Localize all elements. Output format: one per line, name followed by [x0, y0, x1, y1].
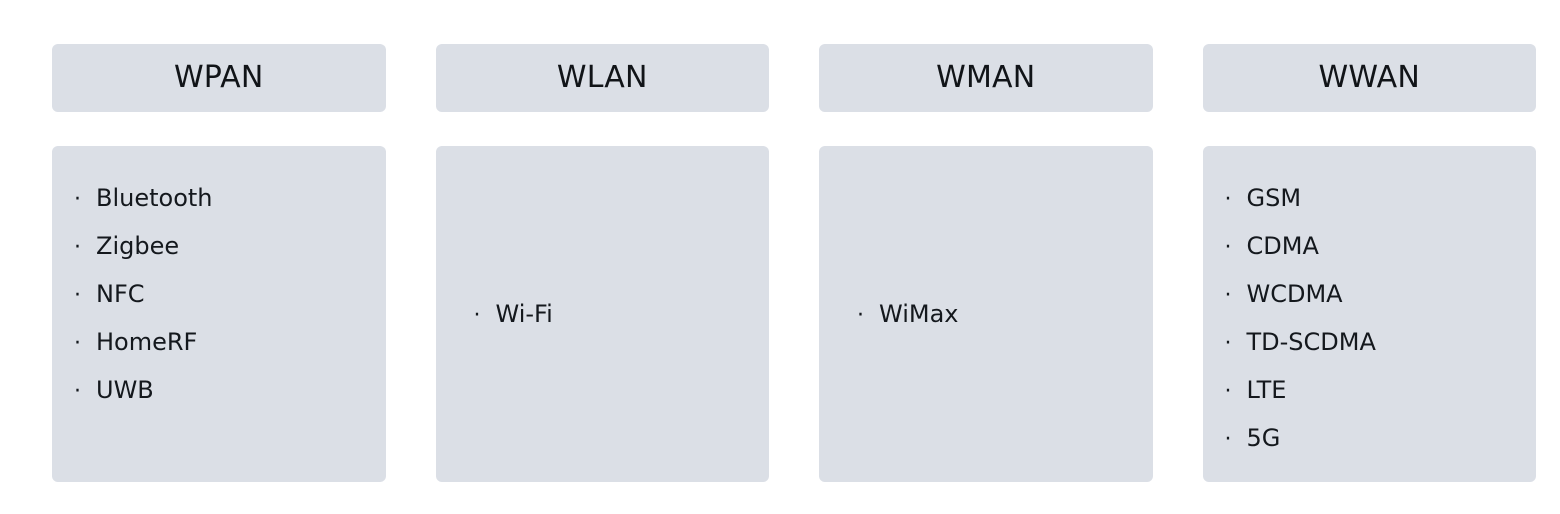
list-item-label: WCDMA [1246, 280, 1343, 308]
bullet-icon: · [473, 303, 481, 328]
list-item[interactable]: · TD-SCDMA [1225, 318, 1515, 366]
list-item-label: LTE [1246, 376, 1287, 404]
list-item-label: Zigbee [96, 232, 180, 260]
category-header-label: WMAN [936, 60, 1036, 95]
category-header-wpan[interactable]: WPAN [52, 44, 386, 112]
bullet-icon: · [1224, 187, 1232, 212]
list-item-label: WiMax [879, 300, 959, 328]
list-item[interactable]: · WCDMA [1225, 270, 1515, 318]
category-header-label: WPAN [173, 60, 264, 95]
bullet-icon: · [74, 331, 81, 356]
category-body-wman: · WiMax [819, 146, 1153, 482]
list-item-label: Bluetooth [96, 184, 213, 212]
list-item-label: CDMA [1246, 232, 1319, 260]
list-item[interactable]: · WiMax [841, 290, 1131, 338]
list-item[interactable]: · NFC [74, 270, 364, 318]
list-item-label: NFC [96, 280, 145, 308]
list-item-label: UWB [96, 376, 154, 404]
bullet-icon: · [74, 379, 81, 404]
list-item[interactable]: · HomeRF [74, 318, 364, 366]
bullet-icon: · [74, 235, 81, 260]
list-item-label: GSM [1246, 184, 1302, 212]
list-item-label: Wi-Fi [495, 300, 553, 328]
list-item[interactable]: · 5G [1225, 414, 1515, 462]
bullet-icon: · [74, 187, 81, 212]
category-body-wwan: · GSM · CDMA · WCDMA · TD-SCDMA · LTE · 5G [1202, 146, 1536, 482]
list-item[interactable]: · Zigbee [74, 222, 364, 270]
technology-list-wman: · WiMax [841, 290, 1131, 338]
bullet-icon: · [1224, 379, 1232, 404]
technology-list-wwan: · GSM · CDMA · WCDMA · TD-SCDMA · LTE · 5G [1225, 174, 1515, 462]
list-item[interactable]: · LTE [1225, 366, 1515, 414]
bullet-icon: · [74, 283, 81, 308]
category-column-wlan: WLAN · Wi-Fi [435, 44, 769, 482]
bullet-icon: · [1224, 427, 1232, 452]
category-header-label: WLAN [556, 60, 648, 95]
list-item[interactable]: · Bluetooth [74, 174, 364, 222]
category-column-wpan: WPAN · Bluetooth · Zigbee · NFC · HomeRF · UWB [52, 44, 386, 482]
category-header-wman[interactable]: WMAN [819, 44, 1153, 112]
list-item[interactable]: · UWB [74, 366, 364, 414]
technology-list-wpan: · Bluetooth · Zigbee · NFC · HomeRF · UWB [74, 174, 364, 414]
category-columns: WPAN · Bluetooth · Zigbee · NFC · HomeRF · UWB WLAN… [52, 44, 1536, 482]
list-item[interactable]: · CDMA [1225, 222, 1515, 270]
category-header-wlan[interactable]: WLAN [435, 44, 769, 112]
list-item[interactable]: · GSM [1225, 174, 1515, 222]
list-item-label: HomeRF [96, 328, 198, 356]
category-column-wman: WMAN · WiMax [819, 44, 1153, 482]
technology-list-wlan: · Wi-Fi [458, 290, 748, 338]
list-item-label: 5G [1246, 424, 1281, 452]
bullet-icon: · [857, 303, 864, 328]
bullet-icon: · [1224, 331, 1232, 356]
category-column-wwan: WWAN · GSM · CDMA · WCDMA · TD-SCDMA · LTE · 5G [1202, 44, 1536, 482]
bullet-icon: · [1224, 235, 1232, 260]
category-body-wpan: · Bluetooth · Zigbee · NFC · HomeRF · UWB [52, 146, 386, 482]
bullet-icon: · [1224, 283, 1232, 308]
category-header-label: WWAN [1318, 60, 1420, 95]
list-item[interactable]: · Wi-Fi [458, 290, 748, 338]
category-body-wlan: · Wi-Fi [435, 146, 769, 482]
list-item-label: TD-SCDMA [1246, 328, 1376, 356]
category-header-wwan[interactable]: WWAN [1202, 44, 1536, 112]
